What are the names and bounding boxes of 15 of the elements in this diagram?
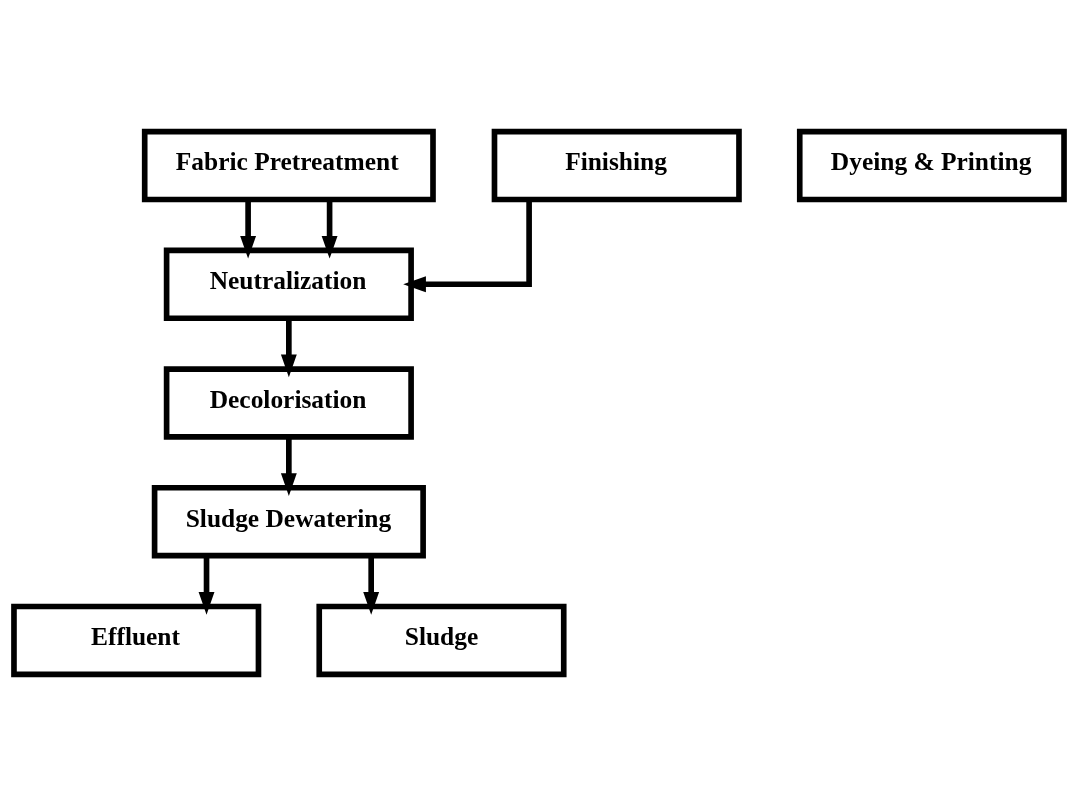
node-box: Effluent — [11, 603, 262, 677]
node-box: Fabric Pretreatment — [141, 128, 436, 202]
arrow — [198, 555, 215, 615]
arrow — [280, 436, 297, 496]
node-box: Dyeing & Printing — [796, 128, 1067, 202]
node-box: Finishing — [491, 128, 742, 202]
arrow — [240, 199, 257, 259]
node-box: Sludge — [316, 603, 567, 677]
node-box: Sludge Dewatering — [151, 484, 426, 558]
arrow — [363, 555, 380, 615]
node-box: Neutralization — [163, 247, 414, 321]
arrow — [321, 199, 338, 259]
node-box: Decolorisation — [163, 365, 414, 440]
arrow — [280, 318, 297, 377]
arrow — [403, 199, 532, 292]
